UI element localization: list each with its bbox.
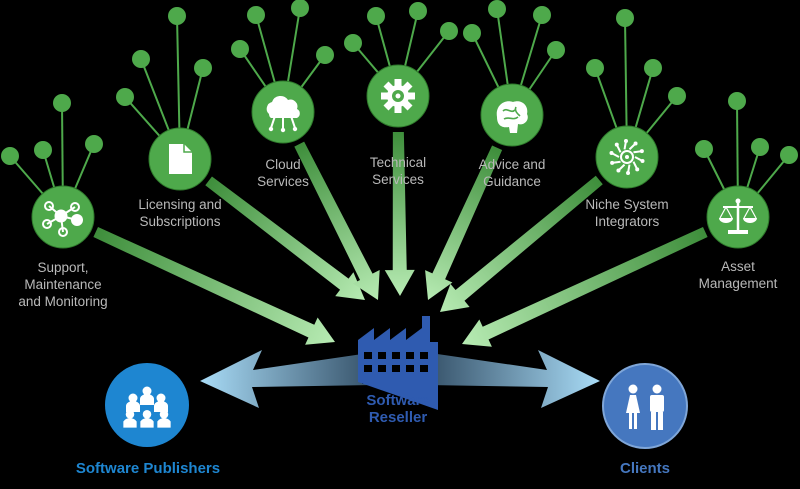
cloud-services-label-line: Services	[257, 174, 309, 189]
spoke-dot	[291, 0, 309, 17]
cloud-services-arrow	[294, 141, 380, 300]
spoke-dot	[85, 135, 103, 153]
document-icon	[169, 144, 192, 174]
support-maintenance-and-monitoring-label-line: Maintenance	[24, 277, 101, 292]
advice-and-guidance-node	[480, 83, 544, 147]
niche-system-integrators-arrow	[440, 175, 603, 312]
licensing-and-subscriptions-label-line: Subscriptions	[139, 214, 220, 229]
brain-icon	[496, 101, 528, 133]
technical-services-arrow	[384, 131, 415, 296]
spoke-dot	[440, 22, 458, 40]
spoke-dot	[695, 140, 713, 158]
spoke-dot	[409, 2, 427, 20]
spoke-dot	[668, 87, 686, 105]
spoke-dot	[116, 88, 134, 106]
support-maintenance-and-monitoring-arrow	[93, 227, 335, 345]
technical-services-node	[366, 64, 430, 128]
network-icon	[42, 201, 83, 237]
gear-icon	[381, 79, 415, 113]
advice-and-guidance-label-line: Guidance	[483, 174, 541, 189]
spoke-dot	[344, 34, 362, 52]
spoke-dot	[488, 0, 506, 18]
software-reseller-label-line: Reseller	[369, 409, 428, 426]
spoke-dot	[367, 7, 385, 25]
spoke-dot	[168, 7, 186, 25]
clients-circle	[602, 363, 688, 449]
niche-system-integrators-node	[595, 125, 659, 189]
licensing-and-subscriptions-arrow	[205, 176, 365, 300]
scales-icon	[719, 198, 757, 234]
factory-icon	[358, 316, 438, 410]
people-group-icon	[123, 386, 171, 428]
support-maintenance-and-monitoring-label: Support, Maintenance and Monitoring	[18, 260, 107, 309]
licensing-and-subscriptions-label-line: Licensing and	[138, 197, 221, 212]
spoke-dot	[616, 9, 634, 27]
spoke-dot	[53, 94, 71, 112]
asset-management-label-line: Management	[699, 276, 778, 291]
software-reseller-node	[358, 316, 438, 410]
spoke-dot	[780, 146, 798, 164]
software-publishers-label: Software Publishers	[76, 460, 220, 477]
spoke-dot	[533, 6, 551, 24]
integrator-icon	[609, 139, 645, 175]
asset-management-node	[706, 185, 770, 249]
advice-and-guidance-spokes	[463, 0, 565, 116]
software-publishers-node	[105, 363, 189, 447]
niche-system-integrators-label-line: Niche System	[585, 197, 668, 212]
spoke-dot	[231, 40, 249, 58]
technical-services-label-line: Technical	[370, 155, 426, 170]
support-maintenance-and-monitoring-label-line: Support,	[37, 260, 88, 275]
support-maintenance-and-monitoring-label-line: and Monitoring	[18, 294, 107, 309]
support-maintenance-and-monitoring-node	[31, 185, 95, 249]
asset-management-arrow	[462, 227, 708, 347]
technical-services-label-line: Services	[372, 172, 424, 187]
spoke-dot	[463, 24, 481, 42]
spoke-dot	[547, 41, 565, 59]
spoke-dot	[34, 141, 52, 159]
niche-system-integrators-label-line: Integrators	[595, 214, 660, 229]
cloud-services-label-line: Cloud	[265, 157, 300, 172]
spoke-dot	[194, 59, 212, 77]
advice-and-guidance-arrow	[425, 145, 503, 300]
spoke-dot	[316, 46, 334, 64]
licensing-and-subscriptions-node	[148, 127, 212, 191]
man-woman-icon	[626, 384, 664, 430]
software-reseller-label-line: Software	[366, 392, 429, 409]
spoke-dot	[751, 138, 769, 156]
spoke-dot	[586, 59, 604, 77]
clients-node	[602, 363, 688, 449]
clients-label: Clients	[620, 460, 670, 477]
spoke-dot	[644, 59, 662, 77]
advice-and-guidance-label-line: Advice and	[479, 157, 546, 172]
spoke-dot	[132, 50, 150, 68]
spoke-dot	[728, 92, 746, 110]
spoke-dot	[1, 147, 19, 165]
spoke-dot	[247, 6, 265, 24]
asset-management-label-line: Asset	[721, 259, 755, 274]
cloud-services-node	[251, 80, 315, 144]
cloud-icon	[266, 95, 300, 133]
